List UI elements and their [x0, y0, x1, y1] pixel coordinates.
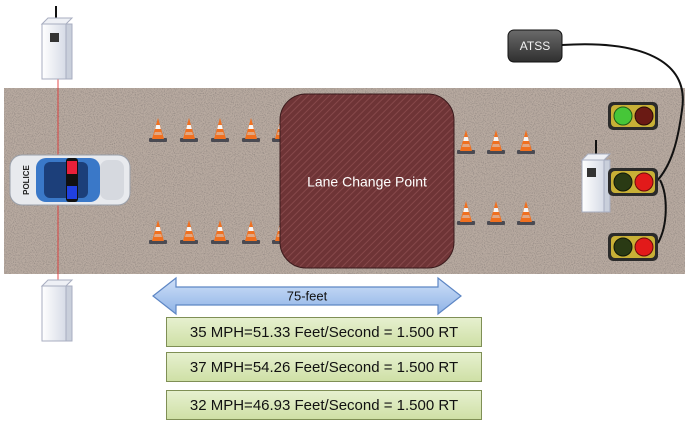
distance-arrow: [152, 276, 462, 316]
speed-row-1: 35 MPH=51.33 Feet/Second = 1.500 RT: [166, 317, 482, 347]
speed-row-2: 37 MPH=54.26 Feet/Second = 1.500 RT: [166, 352, 482, 382]
lane-change-zone: [279, 93, 455, 269]
traffic-light-top: [608, 102, 658, 130]
distance-label: 75-feet: [287, 288, 328, 303]
atss-controller[interactable]: [507, 29, 563, 63]
speed-row-3: 32 MPH=46.93 Feet/Second = 1.500 RT: [166, 390, 482, 420]
lane-change-label: Lane Change Point: [307, 174, 427, 190]
atss-cables: [561, 43, 684, 244]
traffic-light-bottom: [608, 233, 658, 261]
sensor-post-bottom: [40, 279, 74, 342]
police-car: [9, 154, 131, 206]
atss-label: ATSS: [520, 39, 550, 53]
sensor-post-top: [40, 6, 74, 80]
police-label: POLICE: [22, 164, 31, 194]
traffic-light-middle: [608, 168, 658, 196]
